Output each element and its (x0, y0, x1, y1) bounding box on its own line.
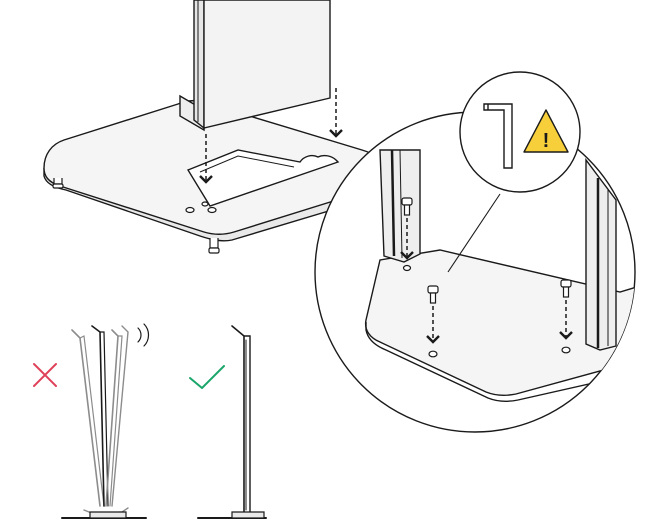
check-mark-icon (189, 365, 225, 389)
warning-triangle-icon: ! (523, 109, 569, 153)
warning-symbol: ! (543, 130, 550, 152)
hex-key-icon (483, 103, 513, 169)
screw-3 (560, 279, 572, 298)
cross-mark-icon (33, 363, 57, 387)
insertion-arrows (199, 88, 343, 184)
screw-2 (427, 285, 439, 304)
incorrect-example (33, 323, 150, 519)
zoom-callout (314, 111, 636, 433)
screw-1 (401, 197, 413, 216)
base-feet (52, 178, 220, 254)
straight-column (197, 325, 267, 519)
zoom-screws (401, 197, 572, 304)
base-plate-assembly (43, 0, 387, 254)
zoom-screw-holes (402, 264, 571, 358)
plate-cutout (186, 149, 340, 207)
screw-arrows (400, 218, 573, 344)
wobbling-column (61, 323, 150, 519)
tool-warning-bubble: ! (459, 71, 581, 193)
display-column (193, 0, 331, 130)
plate-holes (185, 201, 217, 214)
correct-example (189, 325, 267, 519)
